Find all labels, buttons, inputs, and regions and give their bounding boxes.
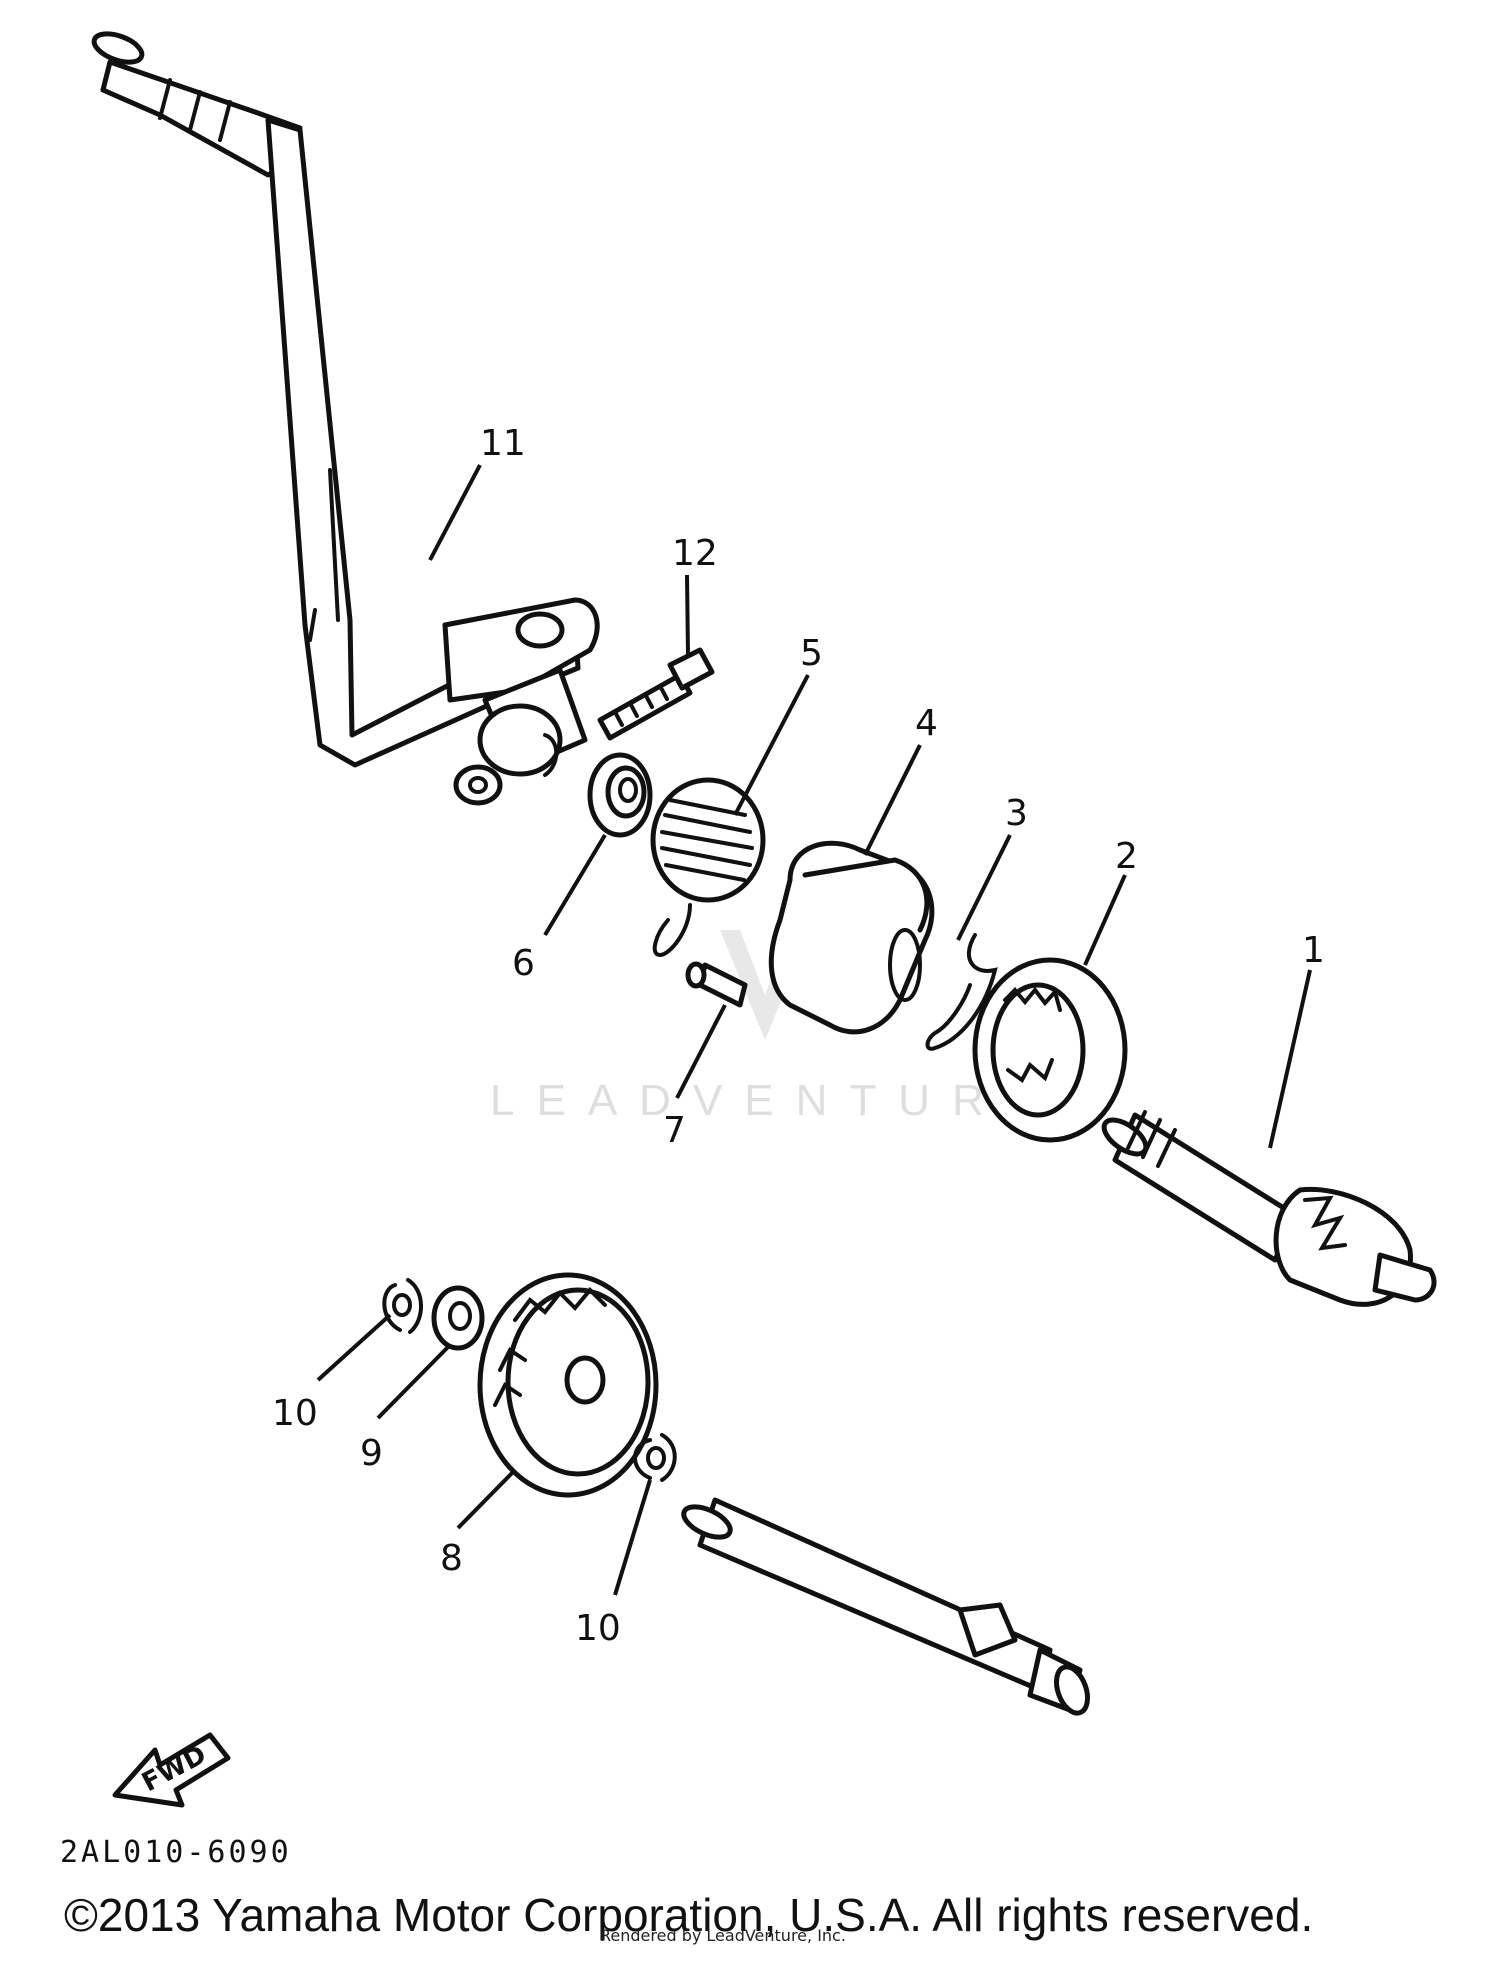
callout-6: 6 <box>512 943 535 984</box>
callout-7: 7 <box>663 1110 686 1151</box>
guide-pin <box>685 961 748 1008</box>
spring-cover <box>768 840 935 1035</box>
leader-12 <box>685 574 690 656</box>
leader-11 <box>428 464 482 561</box>
kick-lever <box>91 31 600 806</box>
callout-10: 10 <box>272 1393 318 1434</box>
leader-6 <box>543 833 607 937</box>
callout-1: 1 <box>1302 930 1325 971</box>
fwd-arrow-icon: FWD <box>112 1732 231 1808</box>
torsion-spring <box>650 777 766 958</box>
callout-8: 8 <box>440 1538 463 1579</box>
callout-12: 12 <box>672 533 718 574</box>
circlip-upper <box>382 1278 423 1334</box>
bolt <box>597 647 715 741</box>
circlip-lower <box>633 1433 677 1482</box>
leader-5 <box>733 674 810 816</box>
leader-4 <box>863 744 922 856</box>
leader-3 <box>956 834 1012 941</box>
leader-2 <box>1083 874 1127 966</box>
callout-2: 2 <box>1115 836 1138 877</box>
leader-9 <box>376 1343 452 1420</box>
kick-idle-gear <box>477 1272 659 1498</box>
callout-3: 3 <box>1005 793 1028 834</box>
leader-1 <box>1268 969 1312 1149</box>
washer <box>431 1285 485 1351</box>
leader-10-lower <box>613 1479 652 1596</box>
kick-axle <box>1101 1110 1437 1307</box>
diagram-code: 2AL010-6090 <box>60 1835 292 1870</box>
leader-8 <box>456 1468 517 1530</box>
callout-9: 9 <box>360 1433 383 1474</box>
kick-idle-shaft <box>681 1497 1091 1716</box>
callout-numbers: 1 2 3 4 5 6 7 8 9 10 11 12 10 <box>272 423 1325 1649</box>
leader-7 <box>675 1004 727 1099</box>
callout-5: 5 <box>800 633 823 674</box>
watermark-text: LEADVENTURE <box>490 1076 1057 1125</box>
clip <box>925 933 998 1051</box>
copyright-notice: ©2013 Yamaha Motor Corporation, U.S.A. A… <box>64 1889 1314 1941</box>
rendered-by-text: Rendered by LeadVenture, Inc. <box>600 1926 846 1945</box>
callout-10-lower: 10 <box>575 1608 621 1649</box>
callout-11: 11 <box>480 423 526 464</box>
ratchet-gear <box>972 957 1128 1143</box>
callout-4: 4 <box>915 703 938 744</box>
leader-lines <box>316 464 1312 1596</box>
oil-seal <box>587 752 653 838</box>
leader-10-upper <box>316 1313 392 1382</box>
